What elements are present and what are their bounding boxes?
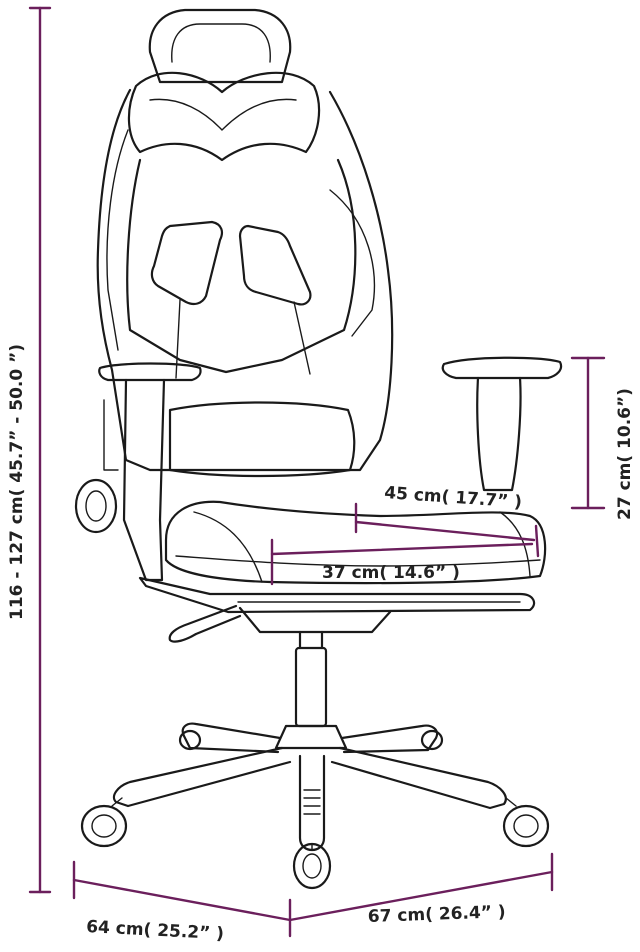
side-knob: [74, 478, 118, 534]
armrest-height-line: [570, 356, 606, 510]
seat-depth-line: [354, 502, 540, 558]
backrest-side-wing-left: [106, 129, 129, 351]
seat-depth-label: 45 cm( 17.7” ): [384, 483, 523, 513]
caster-front: [292, 842, 332, 890]
caster-right: [502, 797, 550, 848]
caster-back-left: [178, 729, 202, 751]
dimension-labels: 116 - 127 cm( 45.7” - 50.0 ”) 27 cm( 10.…: [7, 344, 635, 944]
base-leg-right: [340, 724, 439, 754]
side-knob-inner: [85, 490, 107, 522]
base-depth-label: 64 cm( 25.2” ): [86, 917, 225, 944]
tilt-lever: [168, 604, 242, 643]
base-depth-line: [72, 860, 292, 938]
shoulder-cutout-right: [238, 224, 312, 306]
seat-side-bolster: [193, 511, 263, 583]
pillow-seam: [149, 98, 297, 131]
leg-front-grip: [303, 789, 321, 815]
armrest-left-detail: [103, 399, 119, 471]
backrest-side-wing: [329, 189, 376, 337]
caster-back-right: [420, 729, 444, 751]
base-width-label: 67 cm( 26.4” ): [367, 902, 505, 927]
seat-width-label: 37 cm( 14.6” ): [322, 563, 460, 583]
armrest-right-pad: [441, 356, 563, 380]
gas-lift-cover: [294, 646, 328, 728]
base-leg-front-left: [112, 746, 292, 808]
total-height-line: [28, 6, 52, 894]
base-leg-front-right: [330, 746, 507, 810]
shoulder-cutout-left: [150, 220, 223, 306]
armrest-right-post: [476, 376, 522, 492]
base-hub: [274, 724, 348, 750]
headrest-pillow: [127, 71, 321, 162]
base-leg-left: [181, 722, 282, 754]
armrest-height-label: 27 cm( 10.6”): [615, 388, 635, 520]
backrest-inner-panel: [126, 158, 357, 374]
caster-left: [80, 797, 128, 848]
dimension-lines: [28, 6, 606, 938]
footrest-rail: [138, 576, 536, 614]
belt-strap-left: [175, 299, 181, 379]
base-width-line: [288, 852, 554, 922]
base-leg-front: [298, 754, 326, 852]
seat-front-edge: [175, 555, 541, 567]
seat-cushion: [164, 500, 547, 585]
armrest-left-post: [122, 378, 166, 582]
backrest-outer: [96, 88, 394, 472]
gaming-chair-drawing: [74, 8, 563, 890]
headrest-slot: [171, 23, 271, 63]
lumbar-cushion: [168, 401, 356, 478]
gas-lift-top: [298, 630, 324, 650]
belt-strap-right: [293, 301, 311, 375]
seat-width-line: [270, 538, 534, 586]
headrest-frame: [148, 8, 292, 84]
armrest-left-pad: [98, 362, 202, 382]
total-height-label: 116 - 127 cm( 45.7” - 50.0 ”): [7, 344, 27, 620]
seat-mechanism: [238, 606, 392, 634]
